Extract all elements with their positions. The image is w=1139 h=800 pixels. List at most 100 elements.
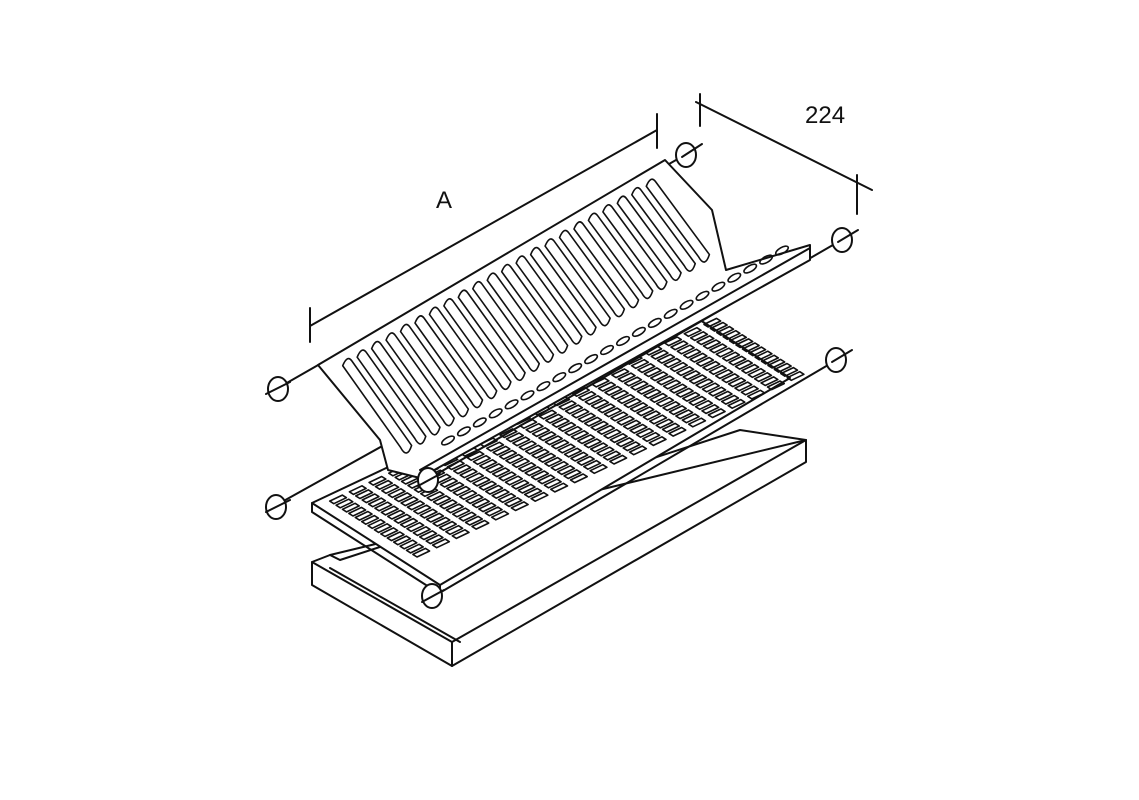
perforation-hole: [589, 442, 609, 453]
perforation-hole: [766, 380, 786, 391]
perforation-hole: [537, 474, 556, 485]
perforation-hole: [694, 399, 714, 411]
knob-icon: [831, 227, 859, 253]
perforation-hole: [642, 410, 661, 421]
perforation-hole: [695, 378, 714, 389]
perforation-hole: [740, 385, 759, 396]
perforation-hole: [406, 521, 425, 533]
perforation-hole: [531, 448, 550, 459]
perforation-hole: [466, 450, 485, 462]
perforation-hole: [335, 498, 354, 509]
perforation-hole: [550, 460, 569, 472]
perforation-hole: [399, 517, 419, 529]
perforation-hole: [721, 351, 741, 362]
perforation-hole: [504, 496, 523, 508]
perforation-hole: [688, 374, 708, 385]
perforation-hole: [669, 383, 688, 394]
perforation-hole: [636, 384, 656, 395]
perforation-hole: [505, 453, 524, 465]
perforation-hole: [354, 489, 374, 500]
perforation-hole: [472, 476, 491, 487]
plate-tine: [385, 332, 455, 427]
perforation-hole: [702, 339, 722, 350]
perforation-hole: [583, 438, 602, 449]
perforation-hole: [405, 543, 425, 554]
perforation-hole: [459, 468, 478, 479]
perforation-hole: [368, 475, 387, 486]
perforation-hole: [354, 510, 373, 521]
perforation-hole: [505, 432, 525, 443]
perforation-hole: [400, 496, 419, 507]
perforation-hole: [642, 431, 661, 443]
perforation-hole: [439, 477, 459, 488]
perforation-hole: [630, 380, 649, 391]
perforation-hole: [754, 350, 773, 361]
perforation-hole: [741, 363, 760, 375]
plate-tine: [472, 280, 541, 372]
perforation-hole: [676, 365, 695, 377]
perforation-hole: [491, 467, 511, 478]
perforation-hole: [512, 436, 531, 447]
perforation-hole: [341, 502, 361, 513]
perforation-hole: [709, 321, 728, 332]
perforation-hole: [648, 435, 667, 447]
perforation-hole: [663, 357, 682, 369]
plate-holder: [317, 159, 811, 479]
plate-tine: [529, 246, 597, 336]
perforation-hole: [649, 371, 669, 382]
perforation-hole: [708, 364, 727, 376]
perforation-hole: [578, 390, 597, 402]
holder-slot: [647, 317, 662, 329]
perforation-hole: [590, 399, 610, 410]
perforation-hole: [544, 456, 563, 468]
perforation-hole: [603, 407, 623, 418]
perforation-hole: [367, 518, 386, 530]
perforation-hole: [484, 484, 504, 495]
perforation-hole: [670, 340, 689, 351]
perforation-hole: [569, 473, 589, 484]
perforation-hole: [558, 400, 577, 411]
perforation-hole: [714, 390, 733, 401]
perforation-hole: [537, 452, 557, 463]
perforation-hole: [374, 479, 394, 491]
perforation-hole: [445, 524, 464, 536]
perforation-hole: [380, 527, 399, 538]
perforation-hole: [629, 402, 649, 413]
perforation-hole: [676, 344, 695, 355]
perforation-hole: [703, 317, 722, 328]
perforation-hole: [648, 414, 668, 425]
perforation-hole: [609, 454, 628, 465]
perforation-hole: [392, 535, 412, 546]
knob-icon: [265, 494, 291, 520]
perforation-hole: [629, 423, 648, 434]
perforation-hole: [412, 525, 431, 537]
perforation-hole: [715, 347, 734, 358]
holder-slot: [774, 245, 790, 256]
perforation-hole: [517, 461, 537, 473]
knob-icon: [265, 376, 291, 402]
perforation-hole: [557, 443, 576, 454]
perforation-hole: [399, 539, 418, 550]
perforation-hole: [721, 373, 740, 384]
holder-slot: [536, 381, 551, 392]
perforation-hole: [564, 404, 584, 415]
perforation-hole: [668, 426, 687, 437]
perforation-hole: [380, 505, 399, 516]
perforation-hole: [545, 413, 564, 424]
plate-tine: [457, 289, 526, 382]
perforation-hole: [490, 510, 510, 521]
perforation-hole: [688, 395, 707, 407]
perforation-hole: [604, 385, 623, 396]
perforation-hole: [478, 502, 497, 513]
plate-tine: [631, 186, 697, 272]
perforation-hole: [786, 370, 805, 382]
perforation-hole: [386, 509, 406, 520]
perforation-hole: [663, 336, 683, 347]
perforation-hole: [445, 503, 464, 514]
perforation-hole: [432, 516, 451, 527]
perforation-hole: [681, 413, 700, 424]
perforation-hole: [465, 493, 484, 505]
perforation-hole: [426, 490, 445, 502]
perforation-hole: [753, 371, 773, 383]
perforation-hole: [518, 440, 537, 451]
